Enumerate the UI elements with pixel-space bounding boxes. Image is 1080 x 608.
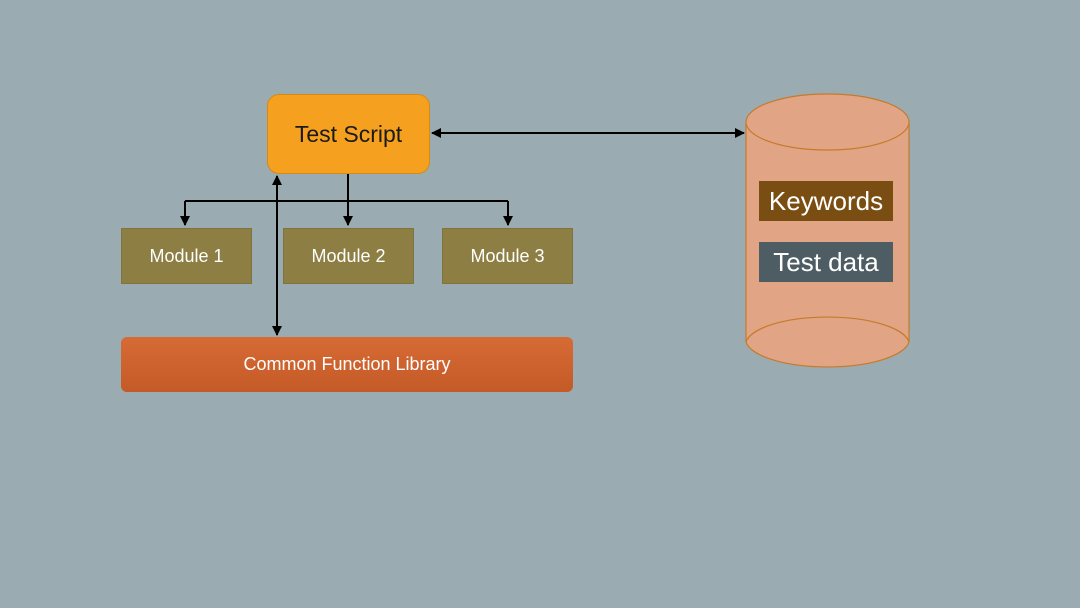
test-data-label: Test data	[759, 242, 893, 282]
module-1-box: Module 1	[121, 228, 252, 284]
common-function-library-box: Common Function Library	[121, 337, 573, 392]
module-2-box: Module 2	[283, 228, 414, 284]
module-1-label: Module 1	[149, 245, 224, 266]
database-cylinder	[745, 93, 910, 368]
test-script-box: Test Script	[267, 94, 430, 174]
script-to-modules-connector	[180, 174, 513, 226]
module-3-box: Module 3	[442, 228, 573, 284]
module-2-label: Module 2	[311, 245, 386, 266]
keywords-label: Keywords	[759, 181, 893, 221]
test-script-label: Test Script	[294, 120, 403, 147]
common-function-library-label: Common Function Library	[243, 354, 451, 374]
module-3-label: Module 3	[470, 245, 545, 266]
